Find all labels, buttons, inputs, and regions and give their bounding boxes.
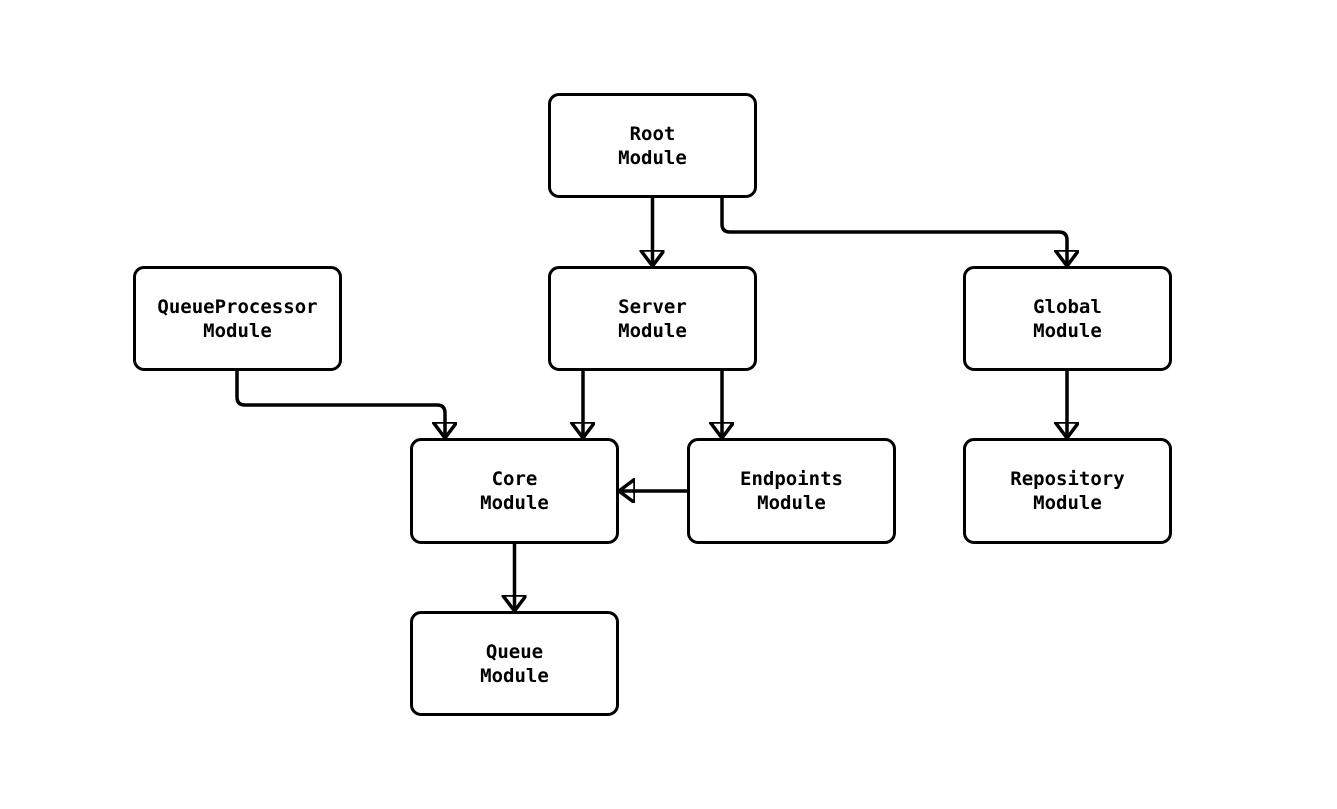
node-label-line2: Module: [1033, 492, 1102, 514]
node-label-line1: Repository: [1010, 468, 1125, 490]
node-label-line2: Module: [757, 492, 826, 514]
node-label-line1: Core: [491, 468, 538, 490]
node-label-line1: Server: [618, 295, 687, 318]
node-label-line1: Global: [1033, 295, 1102, 318]
node-core-module: Core Module: [410, 438, 619, 544]
node-server-module: Server Module: [548, 266, 757, 371]
node-endpoints-module: Endpoints Module: [687, 438, 896, 544]
node-label-line2: Module: [1033, 319, 1102, 342]
node-label-line1: Endpoints: [740, 468, 843, 490]
node-label-line2: Module: [203, 319, 272, 342]
node-repository-module: Repository Module: [963, 438, 1172, 544]
node-label-line2: Module: [618, 146, 687, 169]
edge-queueprocessor-to-core: [235, 371, 445, 438]
node-label-line2: Module: [480, 664, 549, 687]
node-label-line1: Queue: [485, 640, 544, 663]
node-label-line1: Root: [629, 122, 676, 145]
node-queue-module: Queue Module: [410, 611, 619, 716]
node-queueprocessor-module: QueueProcessor Module: [133, 266, 342, 371]
node-root-module: Root Module: [548, 93, 757, 198]
node-label-line2: Module: [618, 319, 687, 342]
edge-root-to-global: [720, 198, 1067, 266]
node-label-line1: QueueProcessor: [157, 295, 318, 318]
node-global-module: Global Module: [963, 266, 1172, 371]
node-label-line2: Module: [480, 492, 549, 514]
